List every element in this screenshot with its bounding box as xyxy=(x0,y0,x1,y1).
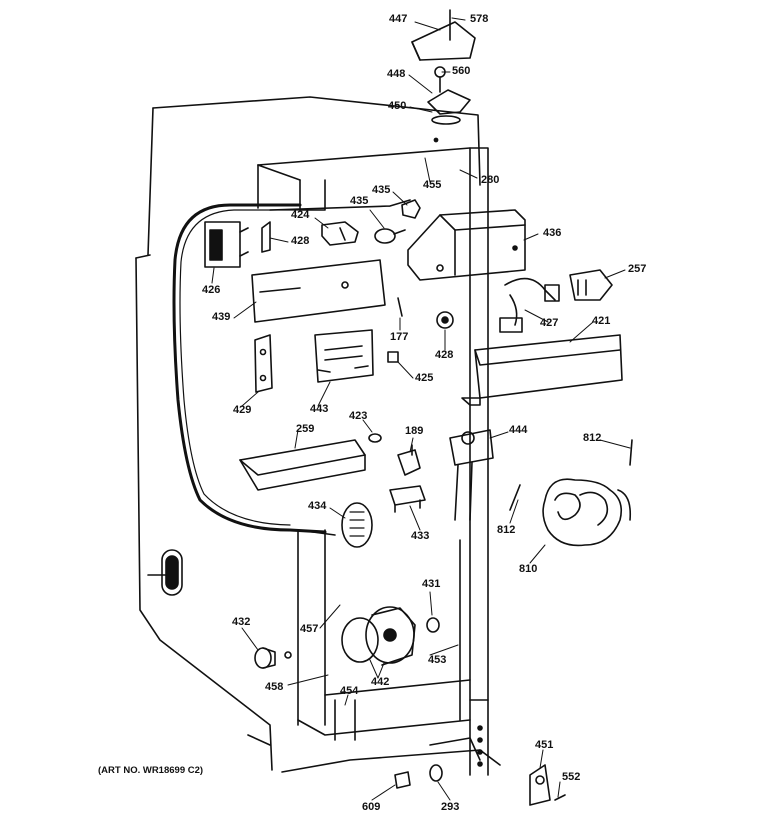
part-259-cover xyxy=(239,439,366,491)
part-424-socket xyxy=(321,221,359,246)
part-callout-428[interactable]: 428 xyxy=(291,235,310,247)
part-callout-444[interactable]: 444 xyxy=(509,424,528,436)
part-callout-436[interactable]: 436 xyxy=(543,227,562,239)
part-428-knob xyxy=(436,311,454,329)
part-609-clip xyxy=(394,771,411,789)
part-435-clip xyxy=(401,199,421,219)
damper-control-housing xyxy=(407,209,526,281)
part-callout-435[interactable]: 435 xyxy=(372,184,391,196)
part-callout-427[interactable]: 427 xyxy=(540,317,559,329)
part-callout-458[interactable]: 458 xyxy=(265,681,284,693)
part-callout-421[interactable]: 421 xyxy=(592,315,611,327)
part-callout-257[interactable]: 257 xyxy=(628,263,647,275)
part-callout-447[interactable]: 447 xyxy=(389,13,408,25)
top-cap-assembly xyxy=(411,9,476,143)
part-callout-450[interactable]: 450 xyxy=(388,100,407,112)
part-callout-425[interactable]: 425 xyxy=(415,372,434,384)
part-callout-423[interactable]: 423 xyxy=(349,410,368,422)
part-812-screw-lower xyxy=(509,484,521,511)
part-552-screw xyxy=(554,794,566,801)
wire-harness-inner xyxy=(179,209,301,526)
part-callout-442[interactable]: 442 xyxy=(371,676,390,688)
part-callout-424[interactable]: 424 xyxy=(291,209,310,221)
part-callout-177[interactable]: 177 xyxy=(390,331,409,343)
part-177-screw xyxy=(397,297,403,317)
part-429-bracket xyxy=(254,334,273,393)
part-callout-453[interactable]: 453 xyxy=(428,654,447,666)
part-425-clip xyxy=(387,351,399,363)
part-callout-259[interactable]: 259 xyxy=(296,423,315,435)
part-callout-189[interactable]: 189 xyxy=(405,425,424,437)
part-442-fan-motor xyxy=(341,606,416,666)
part-callout-434[interactable]: 434 xyxy=(308,500,327,512)
part-432-bushing xyxy=(254,647,292,669)
part-293-clip xyxy=(429,764,443,782)
part-callout-429[interactable]: 429 xyxy=(233,404,252,416)
part-431-grommet xyxy=(426,617,440,633)
art-number-caption: (ART NO. WR18699 C2) xyxy=(98,765,204,776)
part-443-louver xyxy=(314,329,374,383)
part-433-bracket xyxy=(389,485,426,513)
part-callout-578[interactable]: 578 xyxy=(470,13,489,25)
part-callout-810[interactable]: 810 xyxy=(519,563,538,575)
part-257-timer xyxy=(569,269,613,301)
leader-lines xyxy=(211,17,631,801)
part-callout-455[interactable]: 455 xyxy=(423,179,442,191)
part-callout-443[interactable]: 443 xyxy=(310,403,329,415)
side-vent xyxy=(147,549,183,596)
part-callout-433[interactable]: 433 xyxy=(411,530,430,542)
part-810-heater xyxy=(542,478,632,547)
part-callout-426[interactable]: 426 xyxy=(202,284,221,296)
part-callout-280[interactable]: 280 xyxy=(481,174,500,186)
part-callout-428[interactable]: 428 xyxy=(435,349,454,361)
part-callout-812[interactable]: 812 xyxy=(497,524,516,536)
part-428-bracket xyxy=(261,221,271,253)
part-callout-812[interactable]: 812 xyxy=(583,432,602,444)
part-439-channel xyxy=(251,259,386,323)
part-callout-431[interactable]: 431 xyxy=(422,578,441,590)
part-callout-439[interactable]: 439 xyxy=(212,311,231,323)
part-callout-448[interactable]: 448 xyxy=(387,68,406,80)
part-423-grommet xyxy=(368,433,382,443)
part-434-grille xyxy=(341,502,373,548)
part-435-bulb xyxy=(374,228,406,244)
part-426-switch xyxy=(204,221,249,268)
part-812-screw-upper xyxy=(629,439,633,466)
part-callout-435[interactable]: 435 xyxy=(350,195,369,207)
part-callout-609[interactable]: 609 xyxy=(362,801,381,813)
part-427-thermostat xyxy=(499,277,560,333)
part-callout-454[interactable]: 454 xyxy=(340,685,359,697)
part-444-valve xyxy=(449,429,494,521)
part-callout-432[interactable]: 432 xyxy=(232,616,251,628)
part-callout-293[interactable]: 293 xyxy=(441,801,460,813)
part-callout-560[interactable]: 560 xyxy=(452,65,471,77)
lower-frame xyxy=(297,529,489,767)
wire-harness xyxy=(172,203,327,534)
part-callout-457[interactable]: 457 xyxy=(300,623,319,635)
part-callout-451[interactable]: 451 xyxy=(535,739,554,751)
part-callout-552[interactable]: 552 xyxy=(562,771,581,783)
part-189-fitting xyxy=(397,444,421,476)
